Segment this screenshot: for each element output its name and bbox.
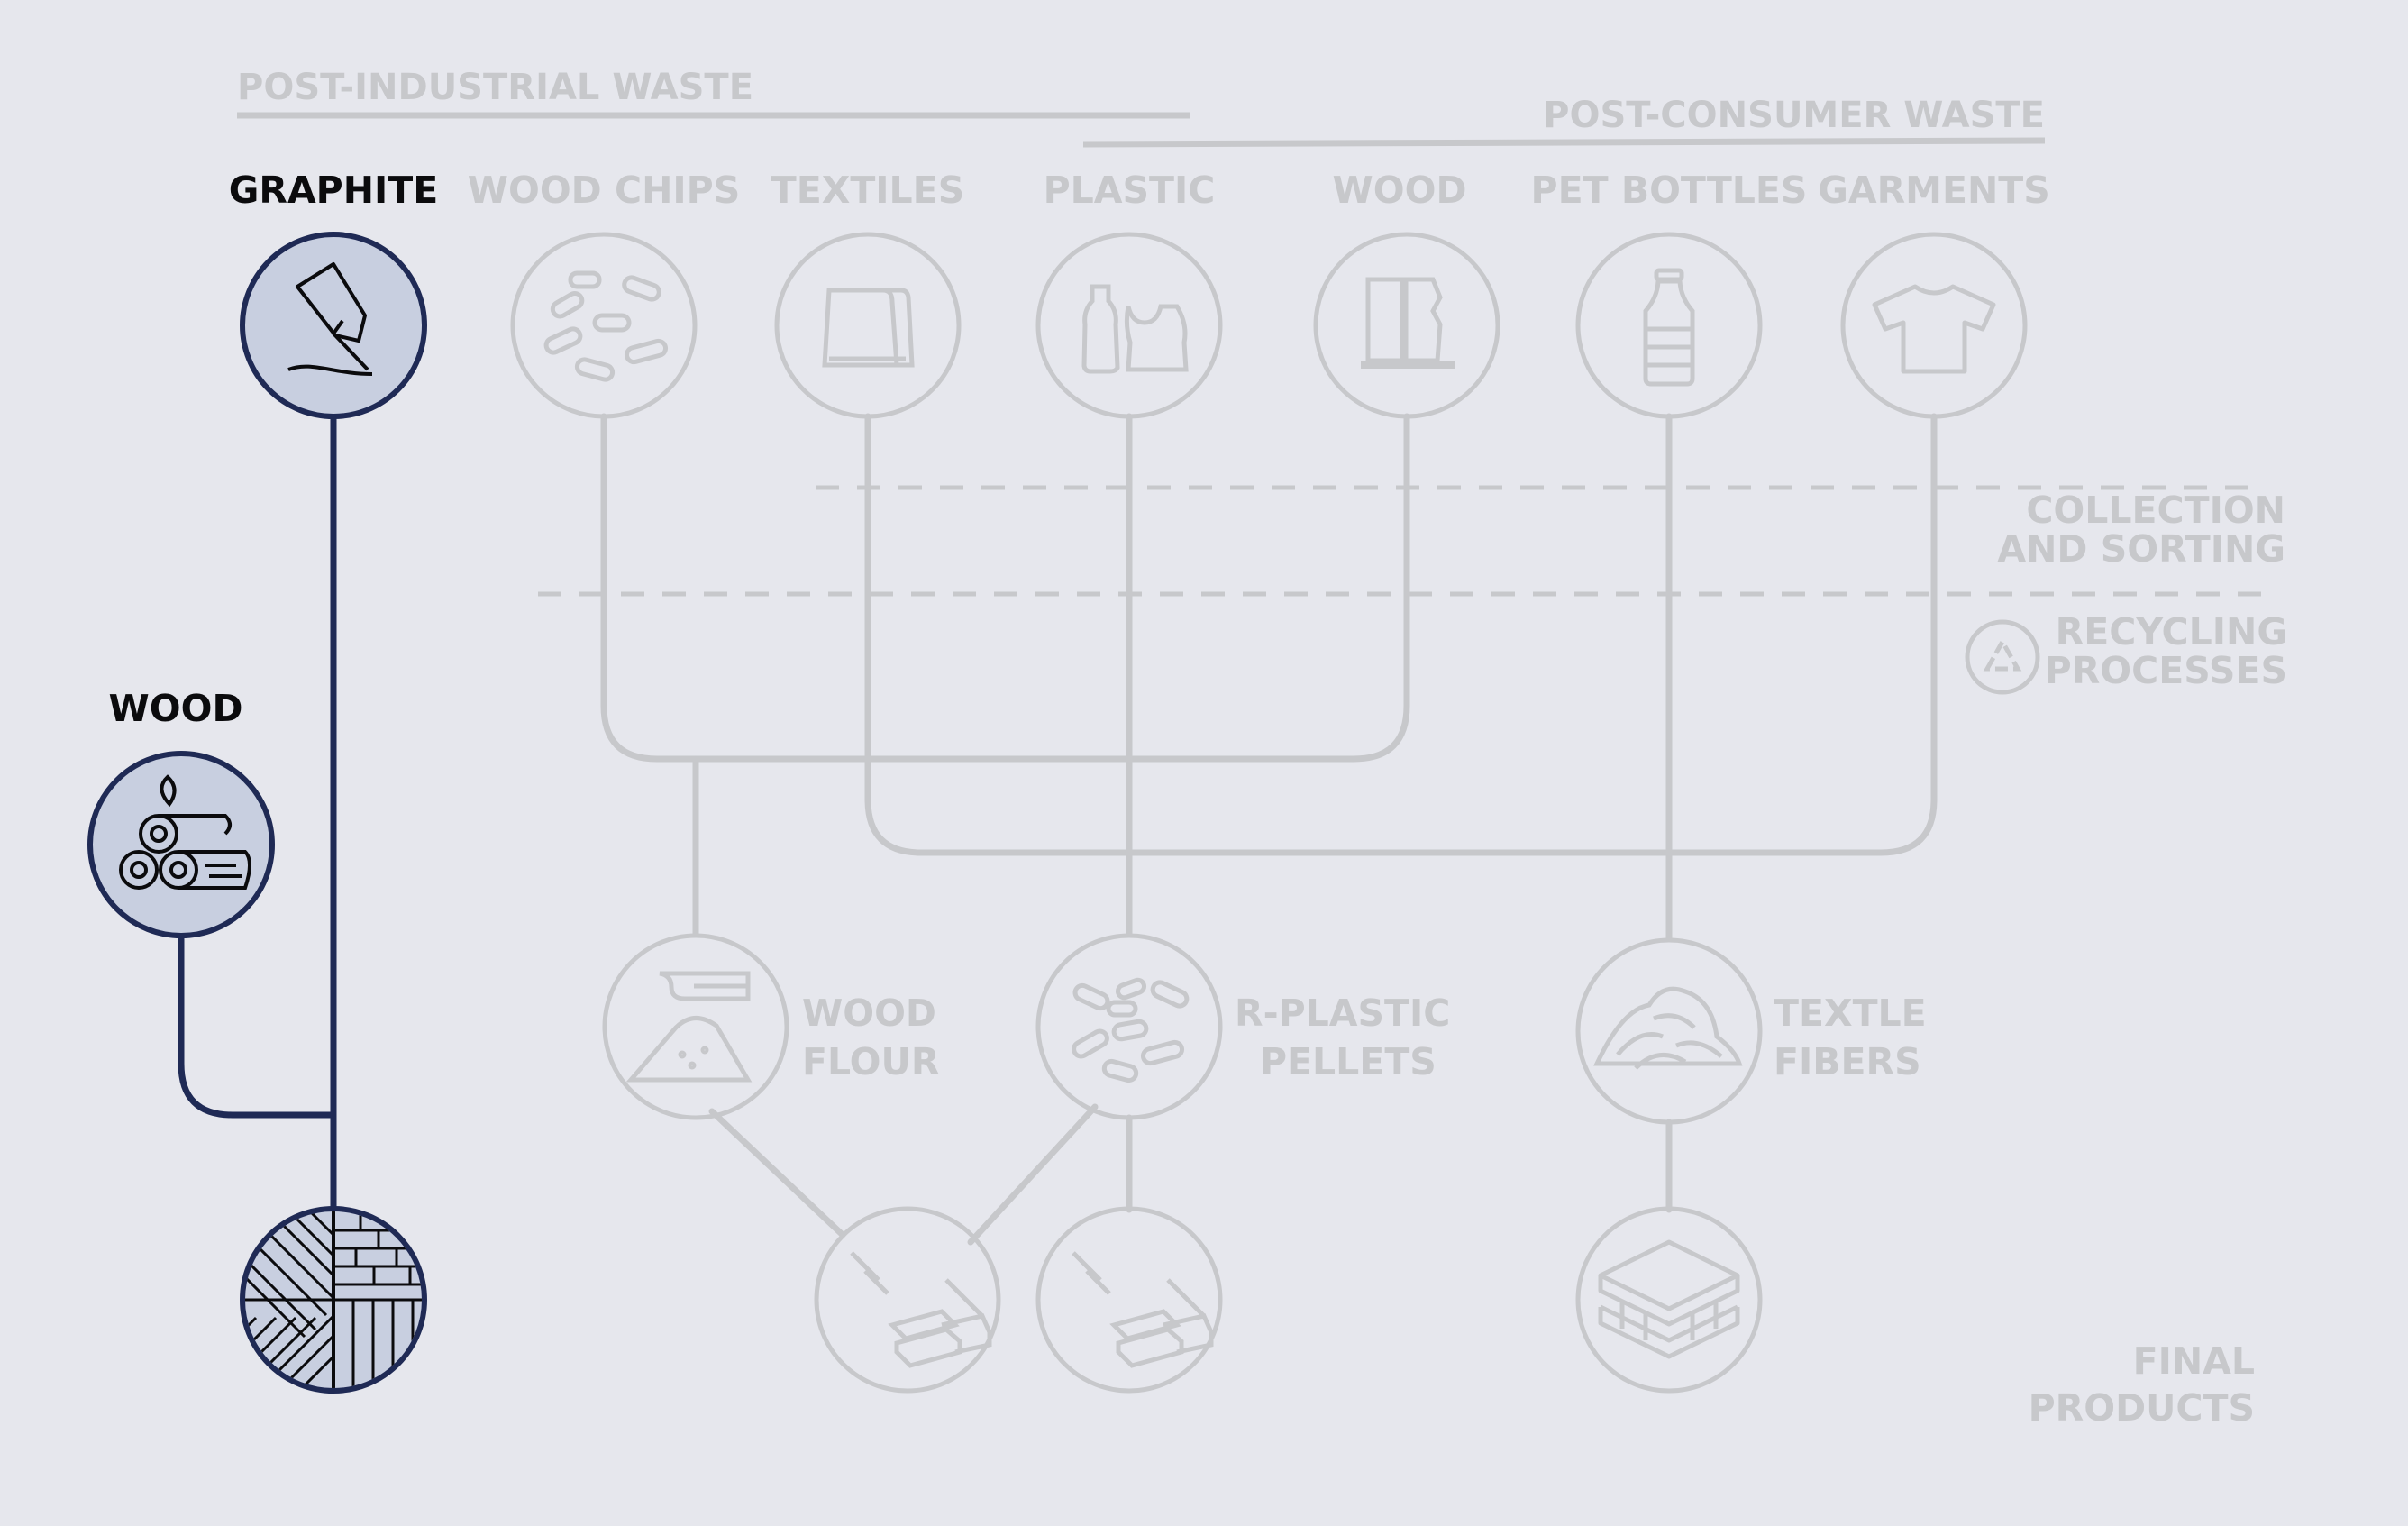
stage-recycling-line2: PROCESSES: [2045, 649, 2287, 692]
pet-bottle-icon: [1643, 268, 1695, 387]
recycle-icon: [1965, 619, 2040, 695]
post-consumer-header: POST-CONSUMER WASTE: [1543, 95, 2045, 136]
node-product-planks-a: [814, 1206, 1001, 1394]
fibers-label-line2: FIBERS: [1774, 1040, 1921, 1083]
node-product-planks-b: [1035, 1206, 1223, 1394]
node-textile-fibers: [1575, 937, 1763, 1125]
node-graphite: [240, 232, 427, 419]
node-r-plastic-pellets: [1035, 933, 1223, 1120]
planks-icon: [850, 1251, 992, 1368]
pellets-label-line2: PELLETS: [1260, 1040, 1437, 1083]
panel-icon: [1598, 1239, 1740, 1359]
label-wood-post-consumer: WOOD: [1333, 169, 1467, 212]
post-industrial-header: POST-INDUSTRIAL WASTE: [237, 67, 753, 108]
label-graphite: GRAPHITE: [229, 169, 439, 212]
node-wood-flour: [602, 933, 789, 1120]
node-garments: [1840, 232, 2028, 419]
pellets-label-line1: R-PLASTIC: [1235, 991, 1450, 1035]
node-wood-raw: [87, 751, 275, 938]
node-wood-post-consumer: [1313, 232, 1500, 419]
wood-flour-icon: [625, 971, 752, 1083]
plastic-bottle-bag-icon: [1081, 284, 1189, 374]
fabric-roll-icon: [822, 288, 915, 368]
parquet-icon: [245, 1211, 422, 1388]
fiber-pile-icon: [1593, 986, 1743, 1070]
stage-collection-line1: COLLECTION: [2026, 489, 2285, 532]
pencil-icon: [287, 262, 373, 376]
plastic-pellets-icon: [1072, 977, 1190, 1083]
stage-final-line2: PRODUCTS: [2029, 1386, 2255, 1430]
active-connectors: [178, 416, 337, 1210]
faded-connectors: [600, 413, 1938, 1246]
stage-collection-line2: AND SORTING: [1997, 527, 2285, 571]
fibers-label-line1: TEXTLE: [1774, 991, 1927, 1035]
wood-flour-label-line2: FLOUR: [802, 1040, 939, 1083]
label-wood-chips: WOOD CHIPS: [468, 169, 740, 212]
node-product-parquet: [240, 1206, 427, 1394]
logs-icon: [119, 774, 251, 890]
node-textiles: [774, 232, 962, 419]
stage-recycling-line1: RECYCLING: [2056, 610, 2287, 653]
wood-flour-label-line1: WOOD: [802, 991, 936, 1035]
node-pet-bottles: [1575, 232, 1763, 419]
label-plastic: PLASTIC: [1044, 169, 1216, 212]
label-garments: GARMENTS: [1818, 169, 2050, 212]
wood-chips-icon: [543, 270, 669, 382]
label-wood-raw: WOOD: [109, 687, 243, 730]
label-pet-bottles: PET BOTTLES: [1531, 169, 1808, 212]
node-product-panel: [1575, 1206, 1763, 1394]
label-textiles: TEXTILES: [771, 169, 964, 212]
post-consumer-rule: [1082, 137, 2046, 148]
node-wood-chips: [510, 232, 698, 419]
t-shirt-icon: [1872, 284, 1996, 374]
node-plastic: [1035, 232, 1223, 419]
planks-icon: [1072, 1251, 1214, 1368]
wooden-door-icon: [1361, 277, 1455, 369]
stage-final-line1: FINAL: [2133, 1339, 2255, 1383]
